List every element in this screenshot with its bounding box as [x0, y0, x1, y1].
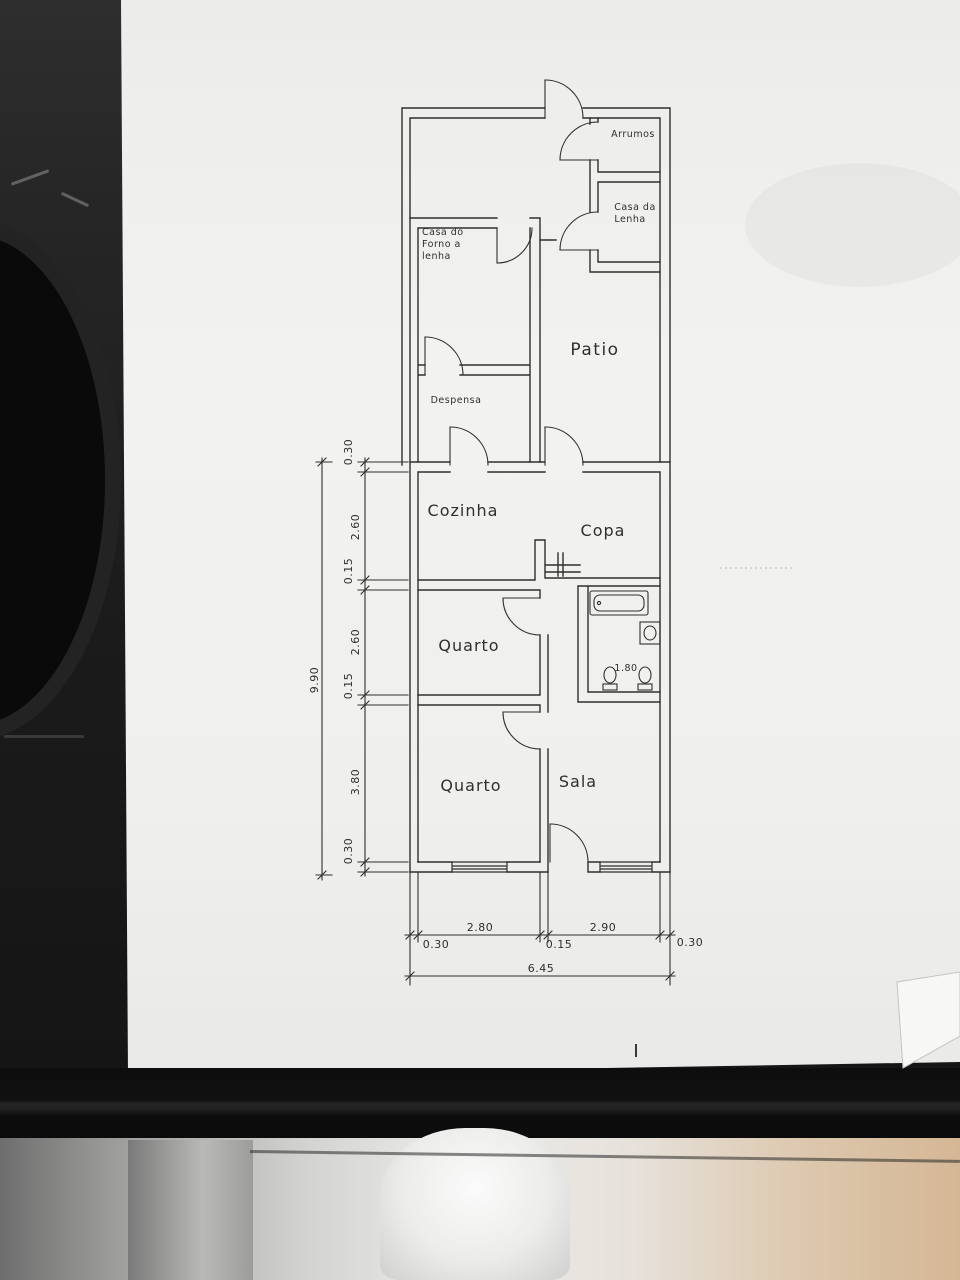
dim-vertical-5: 0.15 — [342, 673, 355, 700]
door-copa — [544, 426, 584, 466]
background-object — [128, 1140, 253, 1280]
house-bottom-wall — [409, 861, 671, 873]
label-arrumos: Arrumos — [611, 129, 655, 140]
label-quarto-1: Quarto — [438, 636, 499, 655]
door-swing-arc — [544, 426, 584, 466]
binder-left-background — [0, 0, 135, 1140]
label-copa: Copa — [581, 521, 626, 540]
label-casa-da-lenha-line2: Lenha — [614, 214, 645, 225]
house-interior-walls — [417, 539, 661, 873]
walls — [401, 107, 671, 873]
window-quarto — [451, 861, 508, 873]
door-sala-entrance — [549, 823, 589, 863]
dim-partition: 0.15 — [546, 938, 573, 951]
doors — [424, 79, 599, 863]
door-swing-arc — [559, 121, 599, 161]
door-casa-do-forno — [496, 227, 533, 264]
label-quarto-2: Quarto — [440, 776, 501, 795]
dim-vertical-4: 2.60 — [349, 629, 362, 656]
window-sala — [599, 861, 653, 873]
dim-vertical-7: 0.30 — [342, 838, 355, 865]
door-swing-arc — [502, 711, 541, 750]
label-casa-do-forno-line2: Forno a — [422, 239, 461, 250]
vertical-total-dimension — [315, 457, 333, 881]
label-cozinha: Cozinha — [428, 501, 499, 520]
label-patio: Patio — [570, 340, 619, 360]
dim-vertical-total: 9.90 — [308, 667, 321, 694]
door-swing-arc — [559, 211, 599, 251]
door-quarto-2 — [502, 711, 541, 750]
sink-basin — [643, 625, 657, 641]
bidet-icon — [638, 666, 652, 684]
dim-vertical-3: 0.15 — [342, 558, 355, 585]
label-despensa: Despensa — [431, 395, 482, 406]
top-section-outer-walls — [401, 107, 671, 466]
door-swing-arc — [502, 597, 541, 636]
label-sala: Sala — [559, 772, 597, 791]
house-outer-walls — [409, 461, 671, 873]
label-casa-do-forno-line3: lenha — [422, 251, 451, 262]
forno-and-despensa-walls — [409, 217, 541, 463]
dim-vertical-2: 2.60 — [349, 514, 362, 541]
door-swing-arc — [496, 227, 533, 264]
door-swing-arc — [544, 79, 584, 119]
door-quarto-1 — [502, 597, 541, 636]
dim-sala-width: 2.90 — [590, 921, 617, 934]
label-casa-da-lenha-line1: Casa da — [614, 202, 656, 213]
scratch-mark — [4, 735, 84, 738]
arrumos-and-lenha-walls — [539, 117, 661, 273]
horizontal-total-dimension — [404, 971, 676, 981]
dimension-lines — [315, 457, 676, 986]
paper-details — [635, 163, 960, 1069]
horizontal-dimension-chain — [404, 871, 676, 986]
door-entrance-top — [544, 79, 584, 119]
dim-horizontal-total: 6.45 — [528, 962, 555, 975]
dimension-labels: 1.80 0.30 2.60 0.15 2.60 0.15 3.80 0.30 … — [308, 439, 703, 975]
windows — [451, 861, 653, 873]
dim-bathroom: 1.80 — [614, 663, 637, 674]
paper-stain — [745, 163, 960, 287]
dim-right-wall: 0.30 — [677, 936, 704, 949]
door-despensa — [424, 336, 464, 376]
door-cozinha — [449, 426, 489, 466]
toilet-tank — [602, 683, 618, 691]
label-casa-do-forno-line1: Casa do — [422, 227, 464, 238]
bathtub-drain — [596, 600, 602, 606]
dim-left-wall: 0.30 — [423, 938, 450, 951]
bathtub-basin — [593, 594, 645, 612]
door-arrumos — [559, 121, 599, 161]
bidet-tank — [637, 683, 653, 691]
dim-vertical-1: 0.30 — [342, 439, 355, 466]
bathtub-icon — [589, 590, 649, 616]
sink-icon — [639, 621, 661, 645]
folded-corner — [896, 971, 960, 1069]
door-swing-arc — [424, 336, 464, 376]
room-labels: Arrumos Casa da Lenha Casa do Forno a le… — [422, 129, 656, 795]
door-swing-arc — [549, 823, 589, 863]
dim-vertical-6: 3.80 — [349, 769, 362, 796]
door-casa-da-lenha — [559, 211, 599, 251]
vertical-dimension-chain — [357, 457, 409, 877]
toilet-icon — [603, 666, 617, 684]
door-swing-arc — [449, 426, 489, 466]
dim-quarto-width: 2.80 — [467, 921, 494, 934]
bathroom-fixtures — [589, 590, 661, 691]
